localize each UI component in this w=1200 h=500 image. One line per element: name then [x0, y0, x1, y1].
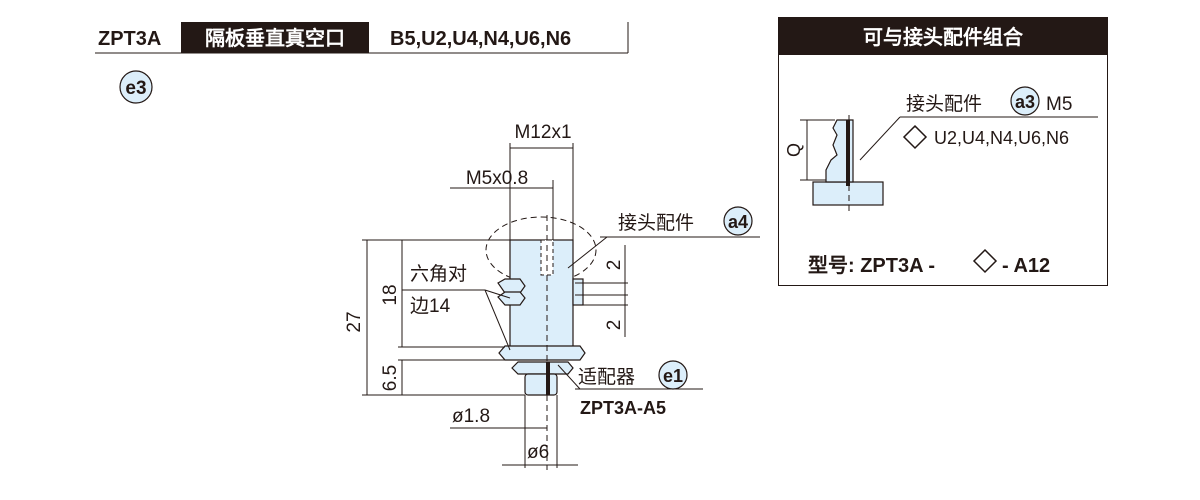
- hex-nut: [498, 345, 586, 361]
- thread-inner-label: M5x0.8: [466, 168, 528, 189]
- fitting-label: 接头配件: [618, 212, 694, 234]
- badge-a3: a3: [1010, 86, 1040, 116]
- thread-outer-label: M12x1: [514, 122, 571, 143]
- combo-fitting-options: U2,U4,N4,U6,N6: [934, 128, 1069, 148]
- badge-e1: e1: [658, 360, 688, 390]
- hex-label-line2: 边14: [410, 295, 451, 317]
- header-bar: ZPT3A 隔板垂直真空口 B5,U2,U4,N4,U6,N6: [95, 22, 629, 54]
- dia-large: ø6: [527, 442, 549, 463]
- svg-text:e3: e3: [125, 78, 146, 99]
- type-label-box: [181, 22, 369, 53]
- dim-adapter: 6.5: [380, 365, 401, 391]
- model-code: ZPT3A: [98, 28, 161, 50]
- combo-panel: 可与接头配件组合 Q 接头配件 a3 M5 U2,U4,N4,U6,N6 型号:…: [778, 17, 1108, 286]
- options-list: B5,U2,U4,N4,U6,N6: [390, 28, 571, 50]
- combo-model-suffix: - A12: [1002, 255, 1050, 277]
- type-label: 隔板垂直真空口: [205, 26, 345, 50]
- dim-total: 27: [344, 311, 365, 332]
- combo-model-prefix: 型号: ZPT3A -: [808, 254, 935, 277]
- adapter-nut: [511, 361, 574, 375]
- dim-q: Q: [784, 143, 804, 157]
- badge-e3: e3: [119, 70, 153, 104]
- hex-label-line1: 六角对: [410, 263, 467, 285]
- svg-text:a3: a3: [1015, 92, 1035, 112]
- svg-text:e1: e1: [663, 366, 683, 386]
- diamond-icon: [972, 248, 998, 274]
- adapter-core: [546, 362, 550, 395]
- combo-title: 可与接头配件组合: [863, 25, 1024, 49]
- adapter-stem: [524, 373, 558, 396]
- diamond-icon: [902, 124, 928, 150]
- combo-fitting-thread: M5: [1046, 94, 1072, 115]
- adapter-model: ZPT3A-A5: [580, 398, 666, 418]
- dim-body: 18: [380, 284, 401, 305]
- combo-fitting-label: 接头配件: [906, 93, 982, 115]
- dim-nut-top: 2: [604, 260, 625, 271]
- dia-small: ø1.8: [452, 406, 490, 427]
- adapter-label: 适配器: [578, 366, 635, 388]
- svg-text:a4: a4: [728, 212, 748, 232]
- badge-a4: a4: [723, 206, 753, 236]
- vacuum-pad-drawing: M12x1 M5x0.8 接头配件 a4 2 2 六角对 边14: [344, 122, 760, 470]
- dim-nut-bottom: 2: [604, 320, 625, 331]
